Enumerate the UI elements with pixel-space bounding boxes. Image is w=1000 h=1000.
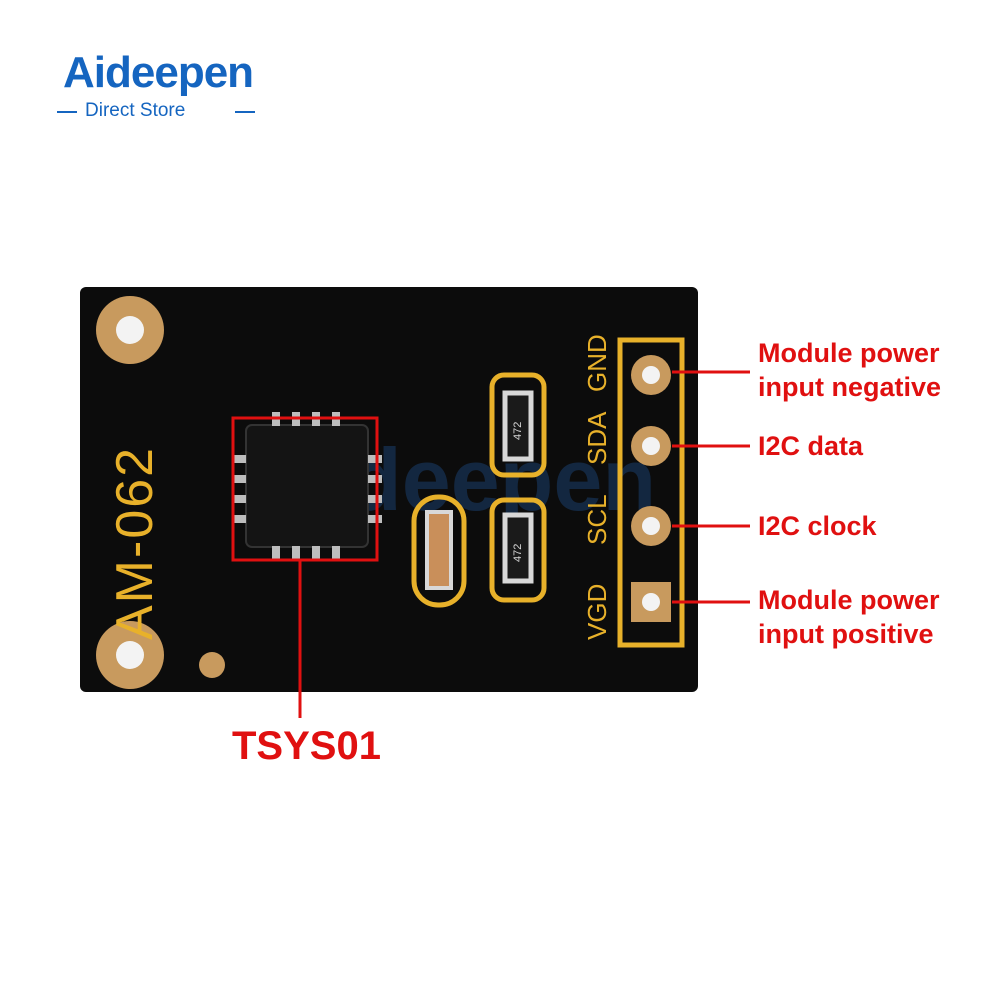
chip-highlight-box (231, 416, 379, 562)
brand-logo: Aideepen Direct Store (55, 48, 295, 128)
brand-tagline: Direct Store (85, 100, 186, 121)
logo-underline-icon (57, 111, 255, 113)
pin-sda-icon (631, 426, 671, 466)
vcc-callout-line2: input positive (758, 619, 934, 649)
pin-label-gnd: GND (582, 334, 612, 392)
vcc-callout-line1: Module power (758, 585, 940, 615)
pin-scl-icon (631, 506, 671, 546)
pin-gnd-icon (631, 355, 671, 395)
sda-callout: I2C data (758, 431, 864, 461)
pin-label-scl: SCL (582, 494, 612, 545)
chip-callout-label: TSYS01 (232, 724, 381, 768)
resistor-icon (489, 372, 547, 478)
gnd-callout: Module power input negative (758, 336, 941, 404)
resistor-icon (489, 497, 547, 603)
test-pad-icon (199, 652, 225, 678)
mounting-hole-icon (96, 296, 164, 364)
pin-vcc-icon (631, 582, 671, 622)
pcb-board (80, 287, 698, 692)
pin-label-vgd: VGD (582, 583, 612, 640)
gnd-callout-line2: input negative (758, 372, 942, 402)
gnd-callout-line1: Module power (758, 338, 940, 368)
brand-logo-text: Aideepen (63, 48, 254, 97)
board-model-label: AM-062 (106, 445, 164, 640)
resistor-code: 472 (512, 421, 524, 440)
pin-header-outline (617, 337, 685, 648)
capacitor-icon (411, 494, 467, 608)
pin-label-sda: SDA (582, 411, 612, 465)
scl-callout: I2C clock (758, 511, 877, 541)
vcc-callout: Module power input positive (758, 583, 940, 651)
resistor-code: 472 (512, 543, 524, 562)
mounting-hole-icon (96, 621, 164, 689)
tsys01-chip-icon (232, 412, 382, 560)
